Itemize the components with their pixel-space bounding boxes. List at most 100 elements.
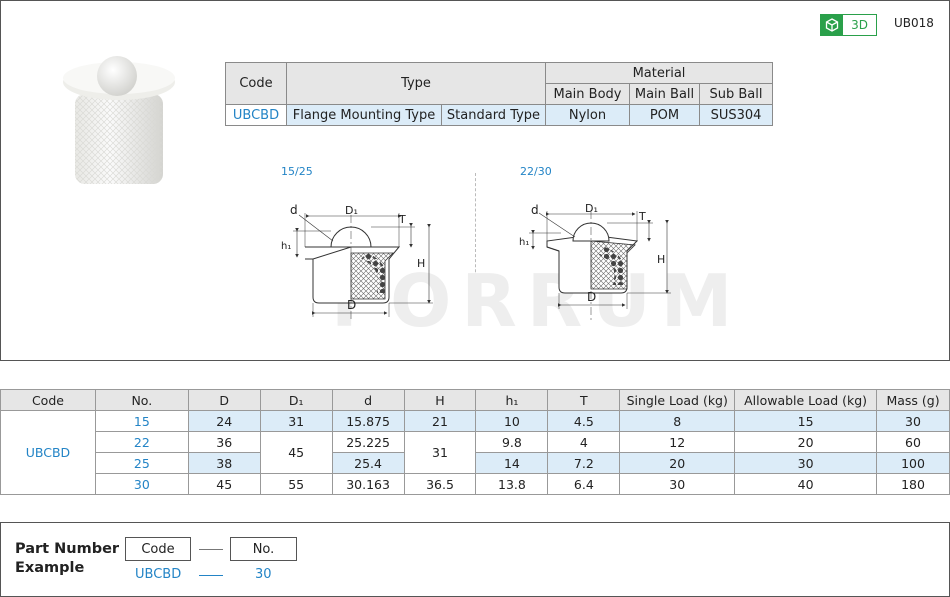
d-cell: 25.4 [331, 452, 405, 474]
dim-label-h-right: H [657, 253, 665, 266]
T-cell: 4 [547, 431, 621, 453]
no-cell: 22 [94, 431, 189, 453]
example-no-box: No. [230, 537, 297, 561]
cube-icon [821, 15, 843, 35]
part-number-example-panel: Part Number Example Code No. UBCBD 30 [0, 522, 950, 597]
D1-cell: 31 [259, 410, 333, 432]
example-title-line2: Example [15, 560, 85, 576]
dim-label-h: H [417, 257, 425, 270]
3d-model-button[interactable]: 3D [820, 14, 877, 36]
table-row: 25 38 25.4 14 7.2 20 30 100 [1, 452, 950, 474]
D-cell: 24 [187, 410, 261, 432]
code-cell: UBCBD [0, 410, 96, 495]
no-cell: 25 [94, 452, 189, 474]
T-cell: 7.2 [547, 452, 621, 474]
T-cell: 4.5 [547, 410, 621, 432]
table-row: 30 45 55 30.163 36.5 13.8 6.4 30 40 180 [1, 473, 950, 495]
H-cell: 31 [403, 431, 477, 474]
dim-label-d-right: d [531, 203, 539, 217]
table-row: 22 36 45 25.225 31 9.8 4 12 20 60 [1, 431, 950, 474]
D-cell: 38 [187, 452, 261, 474]
col-header-single-load: Single Load (kg) [619, 389, 736, 411]
T-cell: 6.4 [547, 473, 621, 495]
d-cell: 15.875 [331, 410, 405, 432]
D1-cell: 55 [259, 473, 333, 495]
allowable-load-cell: 40 [734, 473, 878, 495]
dim-label-t-right: T [638, 210, 646, 223]
drawing-right: d D₁ T h₁ H D [519, 202, 671, 321]
col-header-D1: D₁ [259, 389, 333, 411]
spec-type1-value: Flange Mounting Type [286, 104, 442, 126]
H-cell: 36.5 [403, 473, 477, 495]
dim-label-h1: h₁ [281, 241, 291, 252]
product-image [59, 56, 181, 195]
mass-cell: 30 [876, 410, 950, 432]
spec-code-value: UBCBD [225, 104, 287, 126]
col-header-h1: h₁ [475, 389, 549, 411]
spec-code-header: Code [225, 62, 287, 105]
part-number-example-title: Part Number Example [15, 540, 119, 578]
col-header-no: No. [94, 389, 189, 411]
example-connector [199, 549, 223, 550]
h1-cell: 10 [475, 410, 549, 432]
watermark-text: FORRUM [331, 259, 742, 343]
drawing-divider [475, 173, 476, 323]
dim-label-d: d [290, 203, 298, 217]
example-code-box: Code [125, 537, 191, 561]
dimension-table: Code No. D D₁ d H h₁ T Single Load (kg) … [0, 389, 950, 495]
col-header-allowable-load: Allowable Load (kg) [734, 389, 878, 411]
dim-label-d1-right: D₁ [585, 202, 598, 215]
drawing-label-left: 15/25 [281, 165, 313, 178]
H-cell: 21 [403, 410, 477, 432]
col-header-H: H [403, 389, 477, 411]
D-cell: 36 [187, 431, 261, 453]
single-load-cell: 30 [619, 473, 736, 495]
product-overview-panel: 3D UB018 [0, 0, 950, 361]
col-header-T: T [547, 389, 621, 411]
spec-sub-ball-value: SUS304 [699, 104, 773, 126]
spec-main-ball-value: POM [629, 104, 700, 126]
single-load-cell: 8 [619, 410, 736, 432]
D-cell: 45 [187, 473, 261, 495]
dim-label-D-right: D [587, 290, 596, 304]
dim-label-D: D [347, 298, 356, 312]
mass-cell: 100 [876, 452, 950, 474]
single-load-cell: 12 [619, 431, 736, 453]
no-cell: 30 [94, 473, 189, 495]
dim-label-h1-right: h₁ [519, 237, 529, 248]
allowable-load-cell: 15 [734, 410, 878, 432]
example-code-value: UBCBD [135, 567, 182, 582]
D1-cell: 45 [259, 431, 333, 474]
h1-cell: 13.8 [475, 473, 549, 495]
3d-label: 3D [851, 18, 868, 32]
col-header-mass: Mass (g) [876, 389, 950, 411]
d-cell: 25.225 [331, 431, 405, 453]
spec-material-header: Material [545, 62, 773, 84]
d-cell: 30.163 [331, 473, 405, 495]
dim-label-t: T [398, 213, 406, 226]
col-header-D: D [187, 389, 261, 411]
no-cell: 15 [94, 410, 189, 432]
single-load-cell: 20 [619, 452, 736, 474]
example-title-line1: Part Number [15, 541, 120, 557]
h1-cell: 14 [475, 452, 549, 474]
spec-main-body-header: Main Body [545, 83, 630, 105]
mass-cell: 60 [876, 431, 950, 453]
col-header-code: Code [0, 389, 96, 411]
mass-cell: 180 [876, 473, 950, 495]
spec-table: Code Type Material Main Body Main Ball S… [225, 62, 773, 126]
example-no-value: 30 [255, 567, 272, 582]
series-code: UB018 [894, 16, 934, 30]
drawing-left: d D₁ T h₁ H D [281, 203, 433, 321]
table-row: UBCBD 15 24 31 15.875 21 10 4.5 8 15 30 [0, 410, 950, 495]
col-header-d: d [331, 389, 405, 411]
allowable-load-cell: 30 [734, 452, 878, 474]
drawing-label-right: 22/30 [520, 165, 552, 178]
spec-main-body-value: Nylon [545, 104, 630, 126]
dim-label-d1: D₁ [345, 204, 358, 217]
spec-sub-ball-header: Sub Ball [699, 83, 773, 105]
allowable-load-cell: 20 [734, 431, 878, 453]
example-value-connector [199, 575, 223, 576]
h1-cell: 9.8 [475, 431, 549, 453]
technical-drawings: FORRUM d D₁ [281, 202, 742, 343]
